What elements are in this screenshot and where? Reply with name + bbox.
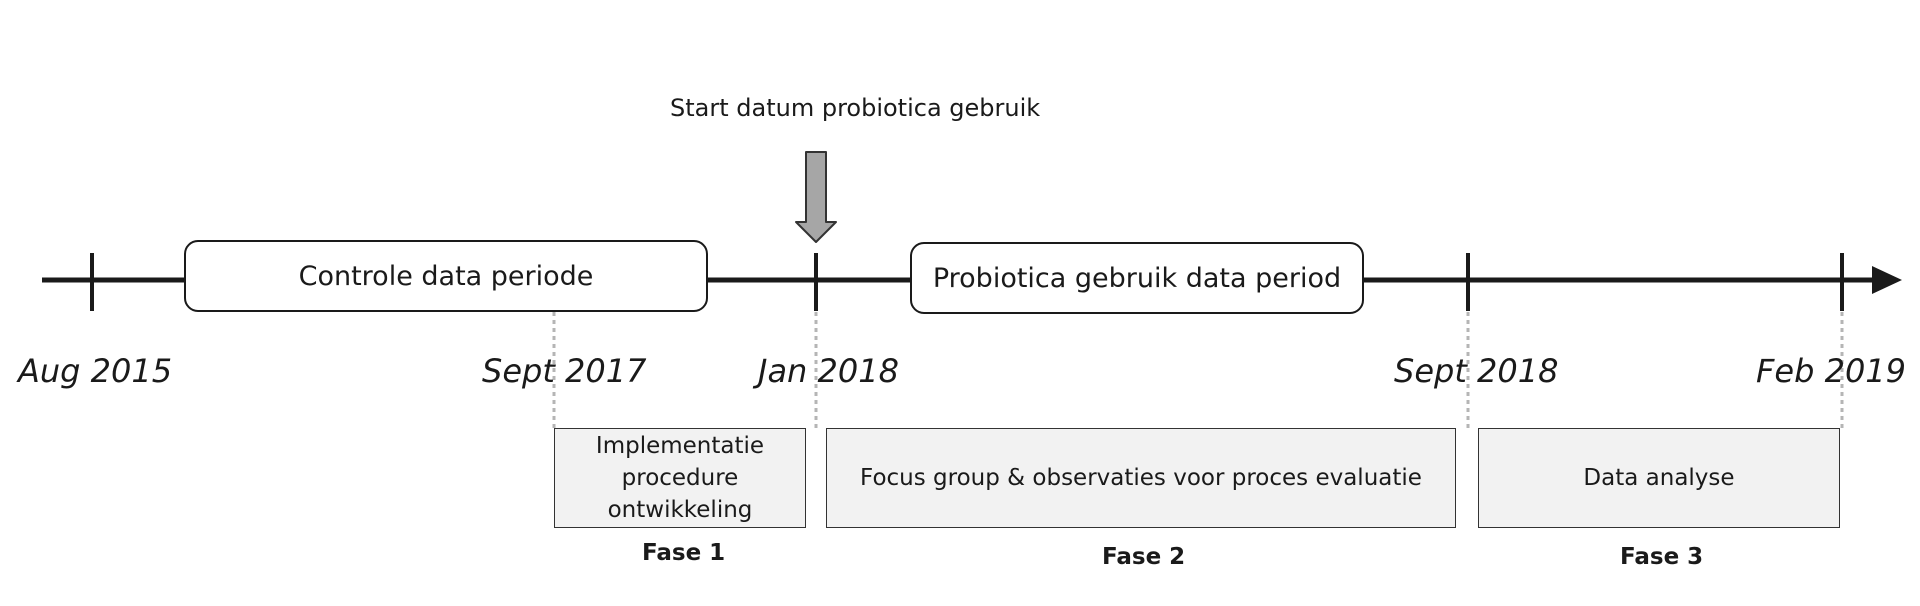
control-period-box: Controle data periode (184, 240, 708, 312)
phase-3-box: Data analyse (1478, 428, 1840, 528)
phase-1-box: Implementatie procedure ontwikkeling (554, 428, 806, 528)
phase-2-label: Fase 2 (1102, 544, 1186, 570)
phase-2-box: Focus group & observaties voor proces ev… (826, 428, 1456, 528)
date-label-jan2018: Jan 2018 (758, 352, 899, 390)
start-date-arrow (795, 151, 837, 243)
date-label-aug2015: Aug 2015 (18, 352, 173, 390)
timeline-arrowhead (1872, 266, 1902, 294)
phase-1-label: Fase 1 (642, 540, 726, 566)
probiotics-period-box: Probiotica gebruik data period (910, 242, 1364, 314)
date-label-sept2018: Sept 2018 (1394, 352, 1559, 390)
date-label-sept2017: Sept 2017 (482, 352, 647, 390)
phase-3-label: Fase 3 (1620, 544, 1704, 570)
start-date-annotation: Start datum probiotica gebruik (670, 94, 1041, 122)
date-label-feb2019: Feb 2019 (1756, 352, 1907, 390)
